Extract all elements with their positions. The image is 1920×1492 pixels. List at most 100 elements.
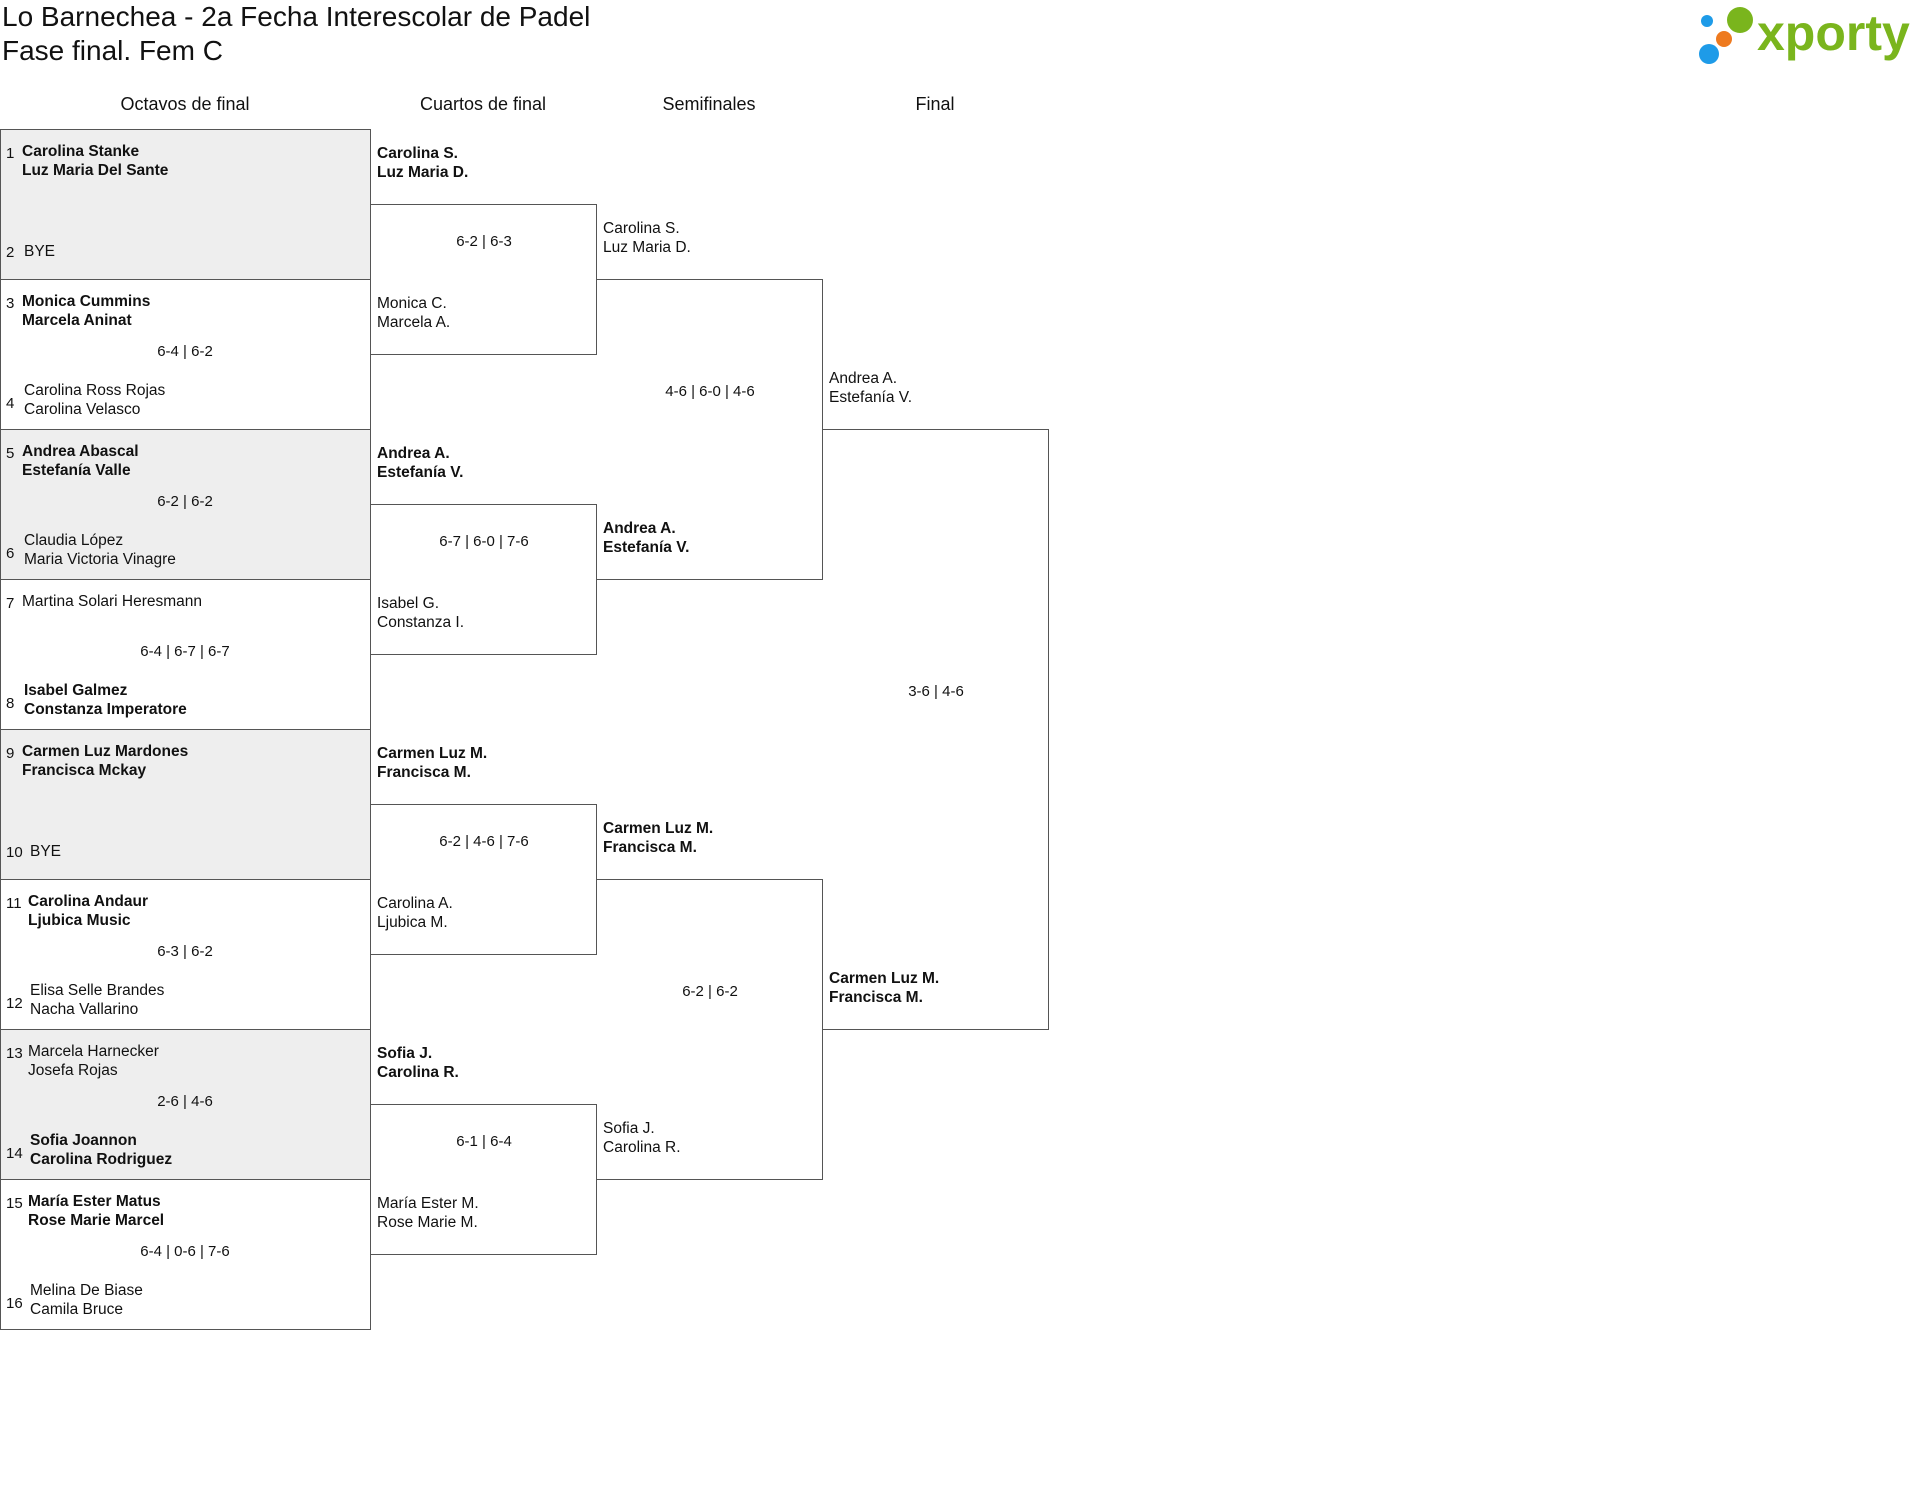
qf-team-b: Isabel G. Constanza I. bbox=[377, 594, 464, 632]
team-player: Francisca M. bbox=[377, 764, 471, 781]
team-player: Sofia J. bbox=[603, 1120, 655, 1137]
page-subtitle: Fase final. Fem C bbox=[2, 35, 223, 66]
team-player: Andrea A. bbox=[603, 520, 676, 537]
team-player: Melina De Biase bbox=[30, 1282, 143, 1299]
sf-match-box bbox=[597, 879, 823, 1180]
qf-team-a: Andrea A. Estefanía V. bbox=[377, 444, 463, 482]
team-player: Luz Maria Del Sante bbox=[22, 162, 169, 179]
match-score: 6-4 | 0-6 | 7-6 bbox=[140, 1243, 230, 1260]
seed-number: 1 bbox=[6, 145, 15, 162]
logo-dot-green bbox=[1727, 7, 1753, 33]
team-player: Andrea A. bbox=[829, 370, 898, 387]
seed-number: 2 bbox=[6, 244, 15, 261]
page-title: Lo Barnechea - 2a Fecha Interescolar de … bbox=[2, 1, 591, 32]
qf-match-box bbox=[371, 504, 597, 655]
r16-team-b: BYE bbox=[30, 842, 61, 861]
team-player: BYE bbox=[30, 843, 62, 860]
sf-team-a: Carmen Luz M.Francisca M. bbox=[603, 819, 713, 857]
xporty-logo: xporty bbox=[1699, 5, 1910, 64]
match-score: 6-3 | 6-2 bbox=[157, 943, 213, 960]
match-score: 6-2 | 6-2 bbox=[682, 983, 738, 1000]
match-score: 6-1 | 6-4 bbox=[456, 1133, 512, 1150]
r16-match-box bbox=[0, 729, 371, 880]
round-header-qf: Cuartos de final bbox=[419, 94, 547, 114]
team-player: Sofia Joannon bbox=[30, 1132, 137, 1149]
team-player: Carolina S. bbox=[377, 145, 458, 162]
team-player: Carolina A. bbox=[377, 895, 453, 912]
team-player: Josefa Rojas bbox=[28, 1062, 118, 1079]
team-player: Marcela A. bbox=[377, 314, 451, 331]
seed-number: 5 bbox=[6, 445, 15, 462]
team-player: Francisca Mckay bbox=[22, 762, 147, 779]
team-player: Carmen Luz Mardones bbox=[22, 743, 189, 760]
team-player: Francisca M. bbox=[829, 989, 923, 1006]
logo-dot-orange bbox=[1716, 31, 1732, 47]
seed-number: 7 bbox=[6, 595, 15, 612]
match-score: 6-7 | 6-0 | 7-6 bbox=[439, 533, 529, 550]
r16-match-box bbox=[0, 129, 371, 280]
seed-number: 14 bbox=[6, 1145, 23, 1162]
team-player: Estefanía V. bbox=[603, 539, 690, 556]
seed-number: 15 bbox=[6, 1195, 23, 1212]
seed-number: 12 bbox=[6, 995, 23, 1012]
team-player: Rose Marie M. bbox=[377, 1214, 478, 1231]
team-player: Andrea Abascal bbox=[22, 443, 139, 460]
logo-dot-small-blue bbox=[1701, 15, 1713, 27]
team-player: Claudia López bbox=[24, 532, 124, 549]
qf-team-b: María Ester M. Rose Marie M. bbox=[377, 1194, 479, 1232]
team-player: Carolina Velasco bbox=[24, 401, 141, 418]
round-header-r16: Octavos de final bbox=[120, 94, 250, 114]
team-player: Carolina Stanke bbox=[22, 143, 140, 160]
team-player: Luz Maria D. bbox=[377, 164, 469, 181]
qf-match-box bbox=[371, 804, 597, 955]
team-player: María Ester M. bbox=[377, 1195, 479, 1212]
team-player: Carolina Andaur bbox=[28, 893, 148, 910]
final-match-box bbox=[823, 429, 1049, 1030]
team-player: Isabel G. bbox=[377, 595, 440, 612]
seed-number: 10 bbox=[6, 844, 23, 861]
seed-number: 8 bbox=[6, 695, 15, 712]
seed-number: 16 bbox=[6, 1295, 23, 1312]
team-player: Carolina Ross Rojas bbox=[24, 382, 166, 399]
team-player: Carolina R. bbox=[603, 1139, 681, 1156]
match-score: 6-4 | 6-2 bbox=[157, 343, 213, 360]
qf-team-a: Sofia J.Carolina R. bbox=[377, 1044, 459, 1082]
match-score: 6-2 | 6-2 bbox=[157, 493, 213, 510]
team-player: Constanza I. bbox=[377, 614, 465, 631]
match-score: 6-2 | 6-3 bbox=[456, 233, 512, 250]
round-header-sf: Semifinales bbox=[662, 94, 756, 114]
team-player: Francisca M. bbox=[603, 839, 697, 856]
qf-team-a: Carolina S. Luz Maria D. bbox=[377, 144, 468, 182]
team-player: Nacha Vallarino bbox=[30, 1001, 139, 1018]
team-player: Constanza Imperatore bbox=[24, 701, 187, 718]
r16-match-box bbox=[0, 429, 371, 580]
team-player: Estefanía Valle bbox=[22, 462, 131, 479]
final-team-a: Andrea A.Estefanía V. bbox=[829, 369, 912, 407]
seed-number: 6 bbox=[6, 545, 15, 562]
team-player: Estefanía V. bbox=[377, 464, 464, 481]
r16-match-box bbox=[0, 1179, 371, 1330]
team-player: Luz Maria D. bbox=[603, 239, 691, 256]
qf-team-b: Carolina A. Ljubica M. bbox=[377, 894, 453, 932]
match-score: 6-2 | 4-6 | 7-6 bbox=[439, 833, 529, 850]
team-player: Camila Bruce bbox=[30, 1301, 124, 1318]
team-player: Carmen Luz M. bbox=[829, 970, 940, 987]
sf-team-b: Sofia J. Carolina R. bbox=[603, 1119, 681, 1157]
match-score: 2-6 | 4-6 bbox=[157, 1093, 213, 1110]
seed-number: 9 bbox=[6, 745, 15, 762]
team-player: Andrea A. bbox=[377, 445, 450, 462]
team-player: Ljubica M. bbox=[377, 914, 448, 931]
team-player: Carmen Luz M. bbox=[377, 745, 488, 762]
team-player: Monica C. bbox=[377, 295, 447, 312]
team-player: María Ester Matus bbox=[28, 1193, 161, 1210]
team-player: Marcela Harnecker bbox=[28, 1043, 159, 1060]
